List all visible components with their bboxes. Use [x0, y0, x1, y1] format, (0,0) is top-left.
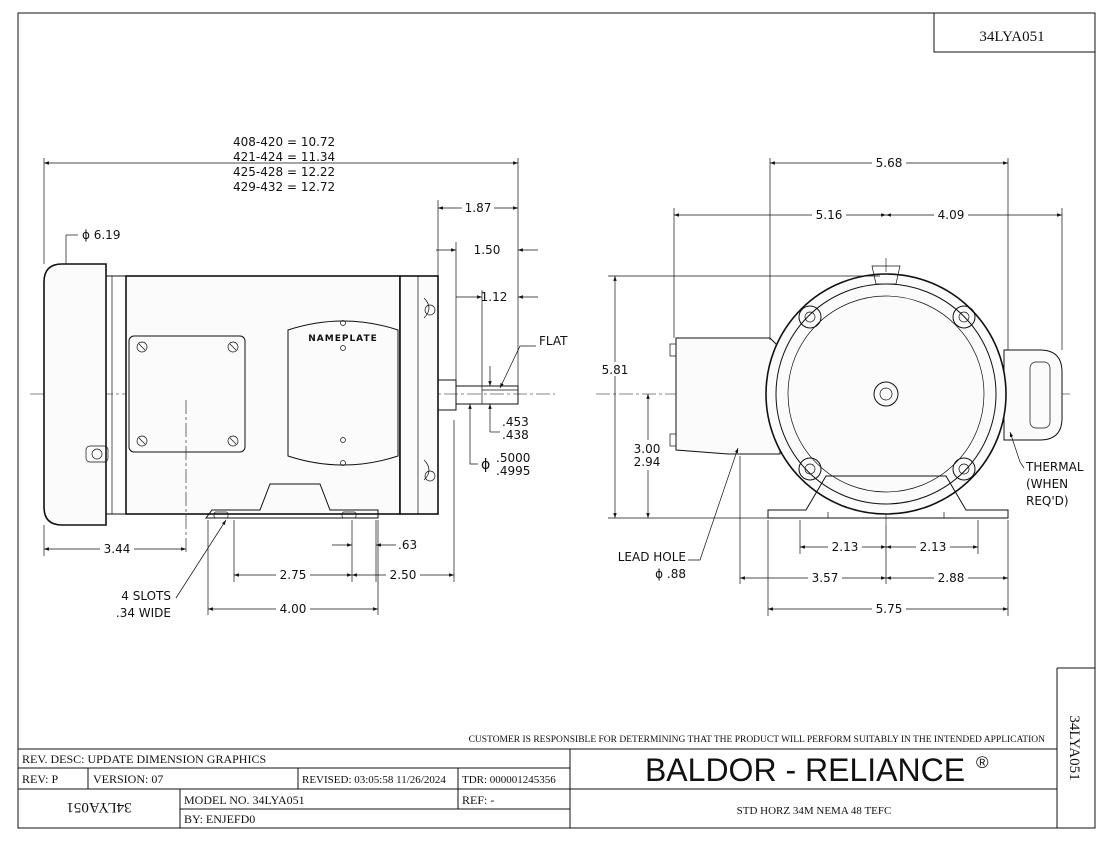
- nameplate-label: NAMEPLATE: [308, 334, 378, 344]
- dim-1-87: 1.87: [465, 201, 492, 215]
- thermal-line-3: REQ'D): [1026, 494, 1069, 508]
- slots-line-2: .34 WIDE: [116, 606, 171, 620]
- dim-1-12: 1.12: [481, 290, 508, 304]
- corner-id-box: [933, 12, 1096, 53]
- length-row-1: 408-420 = 10.72: [233, 135, 335, 149]
- product-description: STD HORZ 34M NEMA 48 TEFC: [737, 805, 892, 817]
- dim-5-75: 5.75: [876, 602, 903, 616]
- dim-063: .63: [398, 538, 417, 552]
- thermal-line-1: THERMAL: [1025, 460, 1084, 474]
- thermal-line-2: (WHEN: [1026, 477, 1068, 491]
- nameplate-outline: [287, 320, 399, 466]
- ref-field: REF: -: [462, 793, 494, 807]
- mounting-foot: [205, 483, 379, 519]
- dim-453: .453: [502, 415, 529, 429]
- rear-endbell: [43, 263, 107, 526]
- dim-2-94: 2.94: [634, 455, 661, 469]
- slots-line-1: 4 SLOTS: [121, 589, 171, 603]
- rev-level: REV: P: [22, 772, 58, 786]
- dim-2-13-left: 2.13: [832, 540, 859, 554]
- dim-4-09: 4.09: [938, 208, 965, 222]
- length-row-3: 425-428 = 12.22: [233, 165, 335, 179]
- thermal-protector: [1003, 349, 1063, 441]
- end-bolts: [798, 305, 976, 481]
- disclaimer: CUSTOMER IS RESPONSIBLE FOR DETERMINING …: [469, 735, 1046, 745]
- end-view: 5.68 5.16 4.09 5.81 3.00 2.94 THERMAL (W…: [596, 155, 1084, 616]
- mirrored-id: 34LYA051: [66, 799, 131, 815]
- front-endbell: [399, 275, 439, 515]
- dim-5-81: 5.81: [602, 363, 629, 377]
- motor-frame: [125, 275, 401, 515]
- brand-registered-mark: ®: [976, 753, 989, 772]
- dim-3-57: 3.57: [812, 571, 839, 585]
- corner-id: 34LYA051: [979, 29, 1044, 45]
- shaft-5000: .5000: [496, 451, 530, 465]
- revised-date: REVISED: 03:05:58 11/26/2024: [302, 774, 446, 786]
- dim-2-50: 2.50: [390, 568, 417, 582]
- flat-label: FLAT: [539, 334, 568, 348]
- title-block: REV. DESC: UPDATE DIMENSION GRAPHICS REV…: [18, 748, 1057, 828]
- shaft-4995: .4995: [496, 464, 530, 478]
- length-row-4: 429-432 = 12.72: [233, 180, 335, 194]
- dim-3-44: 3.44: [104, 542, 131, 556]
- dim-2-75: 2.75: [280, 568, 307, 582]
- lead-hole-dia: ϕ .88: [655, 567, 686, 581]
- end-frame-outer: [765, 273, 1007, 515]
- end-shaft: [873, 381, 899, 407]
- shaft-dia-symbol: ϕ: [481, 457, 490, 473]
- frame-diameter: ϕ 6.19: [82, 228, 120, 242]
- dim-2-88: 2.88: [938, 571, 965, 585]
- side-view: NAMEPLATE 408-420 = 10.72 421-424 = 11.3…: [30, 135, 568, 620]
- length-row-2: 421-424 = 11.34: [233, 150, 335, 164]
- dim-5-16: 5.16: [816, 208, 843, 222]
- tdr-number: TDR: 000001245356: [462, 774, 556, 786]
- rev-desc: REV. DESC: UPDATE DIMENSION GRAPHICS: [22, 752, 266, 766]
- conduit-box: [128, 335, 246, 453]
- dim-2-13-right: 2.13: [920, 540, 947, 554]
- brand-name: BALDOR - RELIANCE: [645, 752, 965, 788]
- side-id: 34LYA051: [1066, 715, 1082, 780]
- shaft-collar: [437, 379, 457, 411]
- end-feet: [767, 475, 1009, 519]
- dim-3-00: 3.00: [634, 442, 661, 456]
- conduit-box-end: [675, 337, 781, 455]
- dim-4-00: 4.00: [280, 602, 307, 616]
- drawn-by: BY: ENJEFD0: [184, 812, 255, 826]
- dim-438: .438: [502, 428, 529, 442]
- model-number: MODEL NO. 34LYA051: [184, 793, 305, 807]
- version: VERSION: 07: [93, 772, 163, 786]
- shaft: [455, 385, 519, 405]
- sheet-border: [17, 12, 1096, 829]
- lead-hole-label: LEAD HOLE: [618, 550, 686, 564]
- dim-5-68: 5.68: [876, 156, 903, 170]
- dim-1-50: 1.50: [474, 243, 501, 257]
